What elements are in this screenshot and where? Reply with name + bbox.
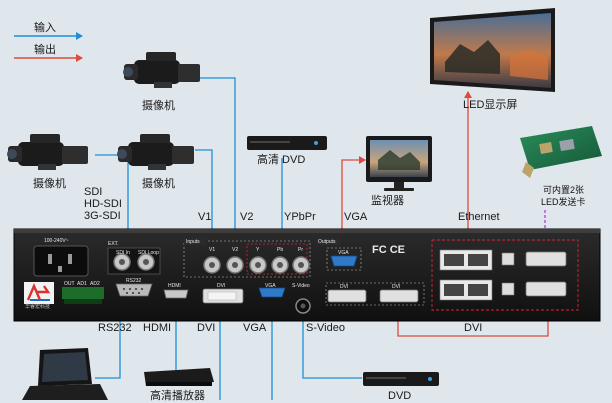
vga-out-text: VGA xyxy=(338,250,349,256)
certifications-text: FC CE xyxy=(372,244,405,256)
hd-dvd-label: 高清 DVD xyxy=(257,154,306,166)
pr-text: Pr xyxy=(298,247,303,253)
dvd-player xyxy=(363,372,439,386)
camera-top xyxy=(123,52,200,88)
inputs-tab-text: Inputs xyxy=(186,239,200,245)
camera-top-label: 摄像机 xyxy=(142,100,175,112)
led-screen xyxy=(430,8,555,92)
hd-dvd-player xyxy=(247,136,327,150)
sdi-label: SDI xyxy=(84,186,103,198)
dvi-out-port-2 xyxy=(379,289,419,303)
dvi-out-2-text: DVI xyxy=(392,284,401,290)
ethernet-label: Ethernet xyxy=(458,211,500,223)
card-dvi-port-1 xyxy=(525,251,567,267)
svideo-label: S-Video xyxy=(306,322,345,334)
v1-cable xyxy=(195,149,216,244)
svideo-cable xyxy=(299,314,362,379)
v2-text: V2 xyxy=(232,247,239,253)
sender-card-note-line2: LED发送卡 xyxy=(541,197,586,207)
rs232-text: RS232 xyxy=(126,278,142,284)
led-screen-label: LED显示屏 xyxy=(463,99,518,111)
ypbpr-label: YPbPr xyxy=(284,211,316,223)
y-text: Y xyxy=(256,247,260,253)
laptop xyxy=(22,348,108,400)
brand-text: 华睿宏科技 xyxy=(25,304,51,310)
dvi-out-label: DVI xyxy=(464,322,483,334)
video-processor-rear-panel xyxy=(13,228,601,322)
card-dvi-port-2 xyxy=(525,281,567,297)
monitor-cable xyxy=(341,156,366,245)
dvi-out-port-1 xyxy=(327,289,367,303)
svideo-text: S-Video xyxy=(292,283,310,289)
usb-port-1 xyxy=(501,252,515,266)
hd-sdi-label: HD-SDI xyxy=(84,198,122,210)
power-socket xyxy=(33,245,89,277)
vga-out-port xyxy=(330,255,358,267)
ypbpr-region xyxy=(246,243,308,275)
rs232-port xyxy=(115,283,153,297)
sdi-in-text: SDI In xyxy=(116,250,130,256)
camera-mid-label: 摄像机 xyxy=(142,178,175,190)
rs232-cable xyxy=(95,300,121,379)
v2-label: V2 xyxy=(240,211,254,223)
sender-card-slot-region xyxy=(431,239,579,311)
3g-sdi-label: 3G-SDI xyxy=(84,210,121,222)
dvd-label: DVD xyxy=(388,390,412,402)
gpio-ad2-text: AD2 xyxy=(90,281,100,287)
legend-input-label: 输入 xyxy=(34,22,56,34)
dvi-out-1-text: DVI xyxy=(340,284,349,290)
v1-label: V1 xyxy=(198,211,212,223)
sdi-loop-text: SDI Loop xyxy=(138,250,159,256)
camera-left-label: 摄像机 xyxy=(33,178,66,190)
inputs-region xyxy=(183,240,311,278)
gpio-ad1-text: AD1 xyxy=(77,281,87,287)
ext-text: EXT. xyxy=(108,241,119,247)
v1-text: V1 xyxy=(209,247,216,253)
hdmi-label: HDMI xyxy=(143,322,172,334)
camera-mid xyxy=(117,134,194,170)
power-rating-text: 100-240V~ xyxy=(44,238,69,244)
vga-out-label: VGA xyxy=(344,211,368,223)
hdmi-text: HDMI xyxy=(168,283,181,289)
rs232-label: RS232 xyxy=(98,322,132,334)
vga-in-port xyxy=(258,287,286,298)
vga-in-label: VGA xyxy=(243,322,267,334)
monitor xyxy=(366,136,432,191)
dvi-in-text: DVI xyxy=(217,283,226,289)
legend-output-label: 输出 xyxy=(34,44,56,56)
gpio-terminal xyxy=(62,287,104,299)
hdmi-port xyxy=(163,289,189,299)
dvi-in-label: DVI xyxy=(197,322,216,334)
v2-cable xyxy=(200,77,239,244)
usb-port-2 xyxy=(501,282,515,296)
monitor-label: 监视器 xyxy=(371,195,404,207)
camera-left xyxy=(7,134,88,170)
sender-card xyxy=(520,126,602,178)
hd-player xyxy=(144,368,214,386)
vga-in-text: VGA xyxy=(265,283,276,289)
hd-player-label: 高清播放器 xyxy=(150,390,205,402)
outputs-tab-text: Outputs xyxy=(318,239,336,245)
gpio-out-text: OUT xyxy=(64,281,75,287)
pb-text: Pb xyxy=(277,247,284,253)
sender-card-note-line1: 可内置2张 xyxy=(543,185,585,195)
